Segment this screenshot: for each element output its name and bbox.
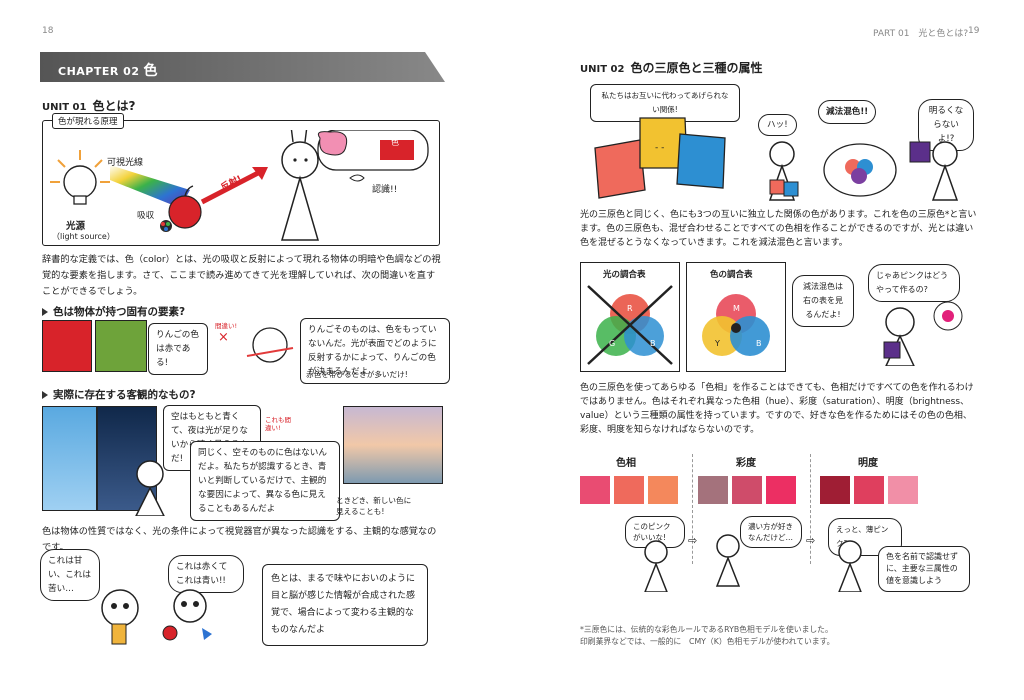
q2-bubble-2: 同じく、空そのものに色はないんだよ。私たちが認識するとき、青いと判断しているだけ…: [190, 441, 340, 521]
part-header: PART 01 光と色とは?: [873, 29, 969, 39]
para-2: 色の三原色を使ってあらゆる「色相」を作ることはできても、色相だけですべての色を作…: [580, 383, 974, 435]
conclusion-text: 色は物体の性質ではなく、光の条件によって視覚器官が異なった認識をする、主観的な感…: [42, 526, 437, 553]
page-number-right: 19: [968, 26, 980, 36]
recognize-label: 認識!!: [372, 185, 398, 195]
attr-hue-title: 色相: [616, 458, 636, 469]
q1-wrong-mark: ×: [218, 330, 229, 345]
apple-outline-illustration: [246, 327, 294, 363]
color-letter-b: B: [756, 339, 762, 348]
color-swatch: [732, 476, 762, 504]
attribute-characters-illustration: [644, 534, 862, 592]
sky-night-image: [97, 406, 157, 511]
footnote-1: *三原色には、伝統的な彩色ルールであるRYB色相モデルを使いました。: [580, 625, 833, 634]
color-mixing-chart: [702, 294, 770, 356]
attribute-swatches: [580, 476, 918, 504]
pink-question-illustration: [883, 301, 963, 366]
light-mixing-table: [580, 262, 680, 372]
color-swatch: [648, 476, 678, 504]
color-label: 色: [391, 138, 399, 147]
note-right-bubble: 減法混色は右の表を見るんだよ!: [792, 275, 854, 327]
attr-divider-2: [810, 454, 811, 564]
bottom-bubble-1: これは甘い、これは苦い…: [40, 549, 100, 601]
attr-brightness-title: 明度: [858, 458, 878, 469]
svg-text:- -: - -: [655, 143, 664, 153]
light-table-title: 光の調合表: [603, 270, 646, 280]
chapter-banner: [40, 52, 445, 82]
light-principle-illustration: [50, 130, 429, 241]
exclaim-bubble-2: 減法混色!!: [818, 100, 877, 124]
light-mixing-chart: [587, 285, 673, 365]
q2-note: ときどき、新しい色に見えることも!: [336, 496, 412, 516]
attr-saturation-title: 彩度: [736, 458, 756, 469]
q1-note: 赤色を帯びるときが多いだけ!: [306, 370, 408, 379]
color-swatch: [580, 476, 610, 504]
q2-heading: 実際に存在する客観的なもの?: [42, 387, 196, 402]
color-letter-m: M: [733, 304, 740, 313]
color-letter-y: Y: [715, 339, 720, 348]
attr-arrow-2: ⇨: [806, 534, 816, 547]
attr-saturation-bubble: 濃い方が好きなんだけど…: [740, 516, 802, 548]
chef-characters-illustration: [101, 589, 212, 645]
para-1: 光の三原色と同じく、色にも3つの互いに独立した関係の色があります。これを色の三原…: [580, 210, 977, 248]
color-swatch: [820, 476, 850, 504]
absorb-label: 吸収: [137, 211, 155, 221]
rgb-cubes-illustration: - -: [594, 117, 726, 199]
light-letter-g: G: [609, 339, 616, 348]
apple-image-1: [42, 320, 92, 372]
page-number-left: 18: [42, 26, 54, 36]
sky-day-image: [42, 406, 97, 511]
light-source-en: （light source）: [52, 232, 115, 241]
question-bubble: じゃあピンクはどうやって作るの?: [868, 264, 960, 302]
apple-image-2: [95, 320, 147, 372]
final-bubble: 色を名前で認識せずに、主要な三属性の値を意識しよう: [878, 546, 970, 592]
color-swatch: [698, 476, 728, 504]
banner-bubble: 私たちはお互いに代わってあげられない関係!: [590, 84, 740, 122]
color-swatch: [614, 476, 644, 504]
light-source-label: 光源: [66, 221, 86, 232]
q1-wrong-label: 間違い!: [215, 322, 238, 330]
color-table-title: 色の調合表: [710, 270, 753, 280]
color-swatch: [854, 476, 884, 504]
light-letter-b: B: [650, 339, 656, 348]
q1-bubble-2: りんごそのものは、色をもっていないんだ。光が表面でどのように反射するかによって、…: [300, 318, 450, 384]
bottom-bubble-3: 色とは、まるで味やにおいのように目と脳が感じた情報が合成された感覚で、場合によっ…: [262, 564, 428, 646]
principle-caption: 色が現れる原理: [52, 113, 124, 129]
attr-arrow-1: ⇨: [688, 534, 698, 547]
q1-bubble-1: りんごの色は赤である!: [148, 323, 208, 375]
sunset-image: [343, 406, 443, 484]
color-swatch: [766, 476, 796, 504]
light-letter-r: R: [627, 304, 633, 313]
color-mixing-table: [686, 262, 786, 372]
stick-figure-left: [135, 460, 165, 516]
q1-heading: 色は物体が持つ固有の要素?: [42, 304, 185, 319]
q2-wrong-label: これも間違い!: [265, 416, 291, 432]
intro-paragraph: 辞書的な定義では、色（color）とは、光の吸収と反射によって現れる物体の明暗や…: [42, 254, 441, 297]
principle-panel: [42, 120, 440, 246]
footnote-2: 印刷業界などでは、一般的に CMY（K）色相モデルが使われています。: [580, 637, 835, 646]
color-swatch: [888, 476, 918, 504]
mixing-characters-illustration: [768, 141, 959, 201]
attr-divider-1: [692, 454, 693, 564]
visible-light-label: 可視光線: [107, 158, 144, 168]
exclaim-bubble-1: ハッ!: [758, 114, 797, 136]
bottom-bubble-2: これは赤くて これは青い!!: [168, 555, 244, 593]
